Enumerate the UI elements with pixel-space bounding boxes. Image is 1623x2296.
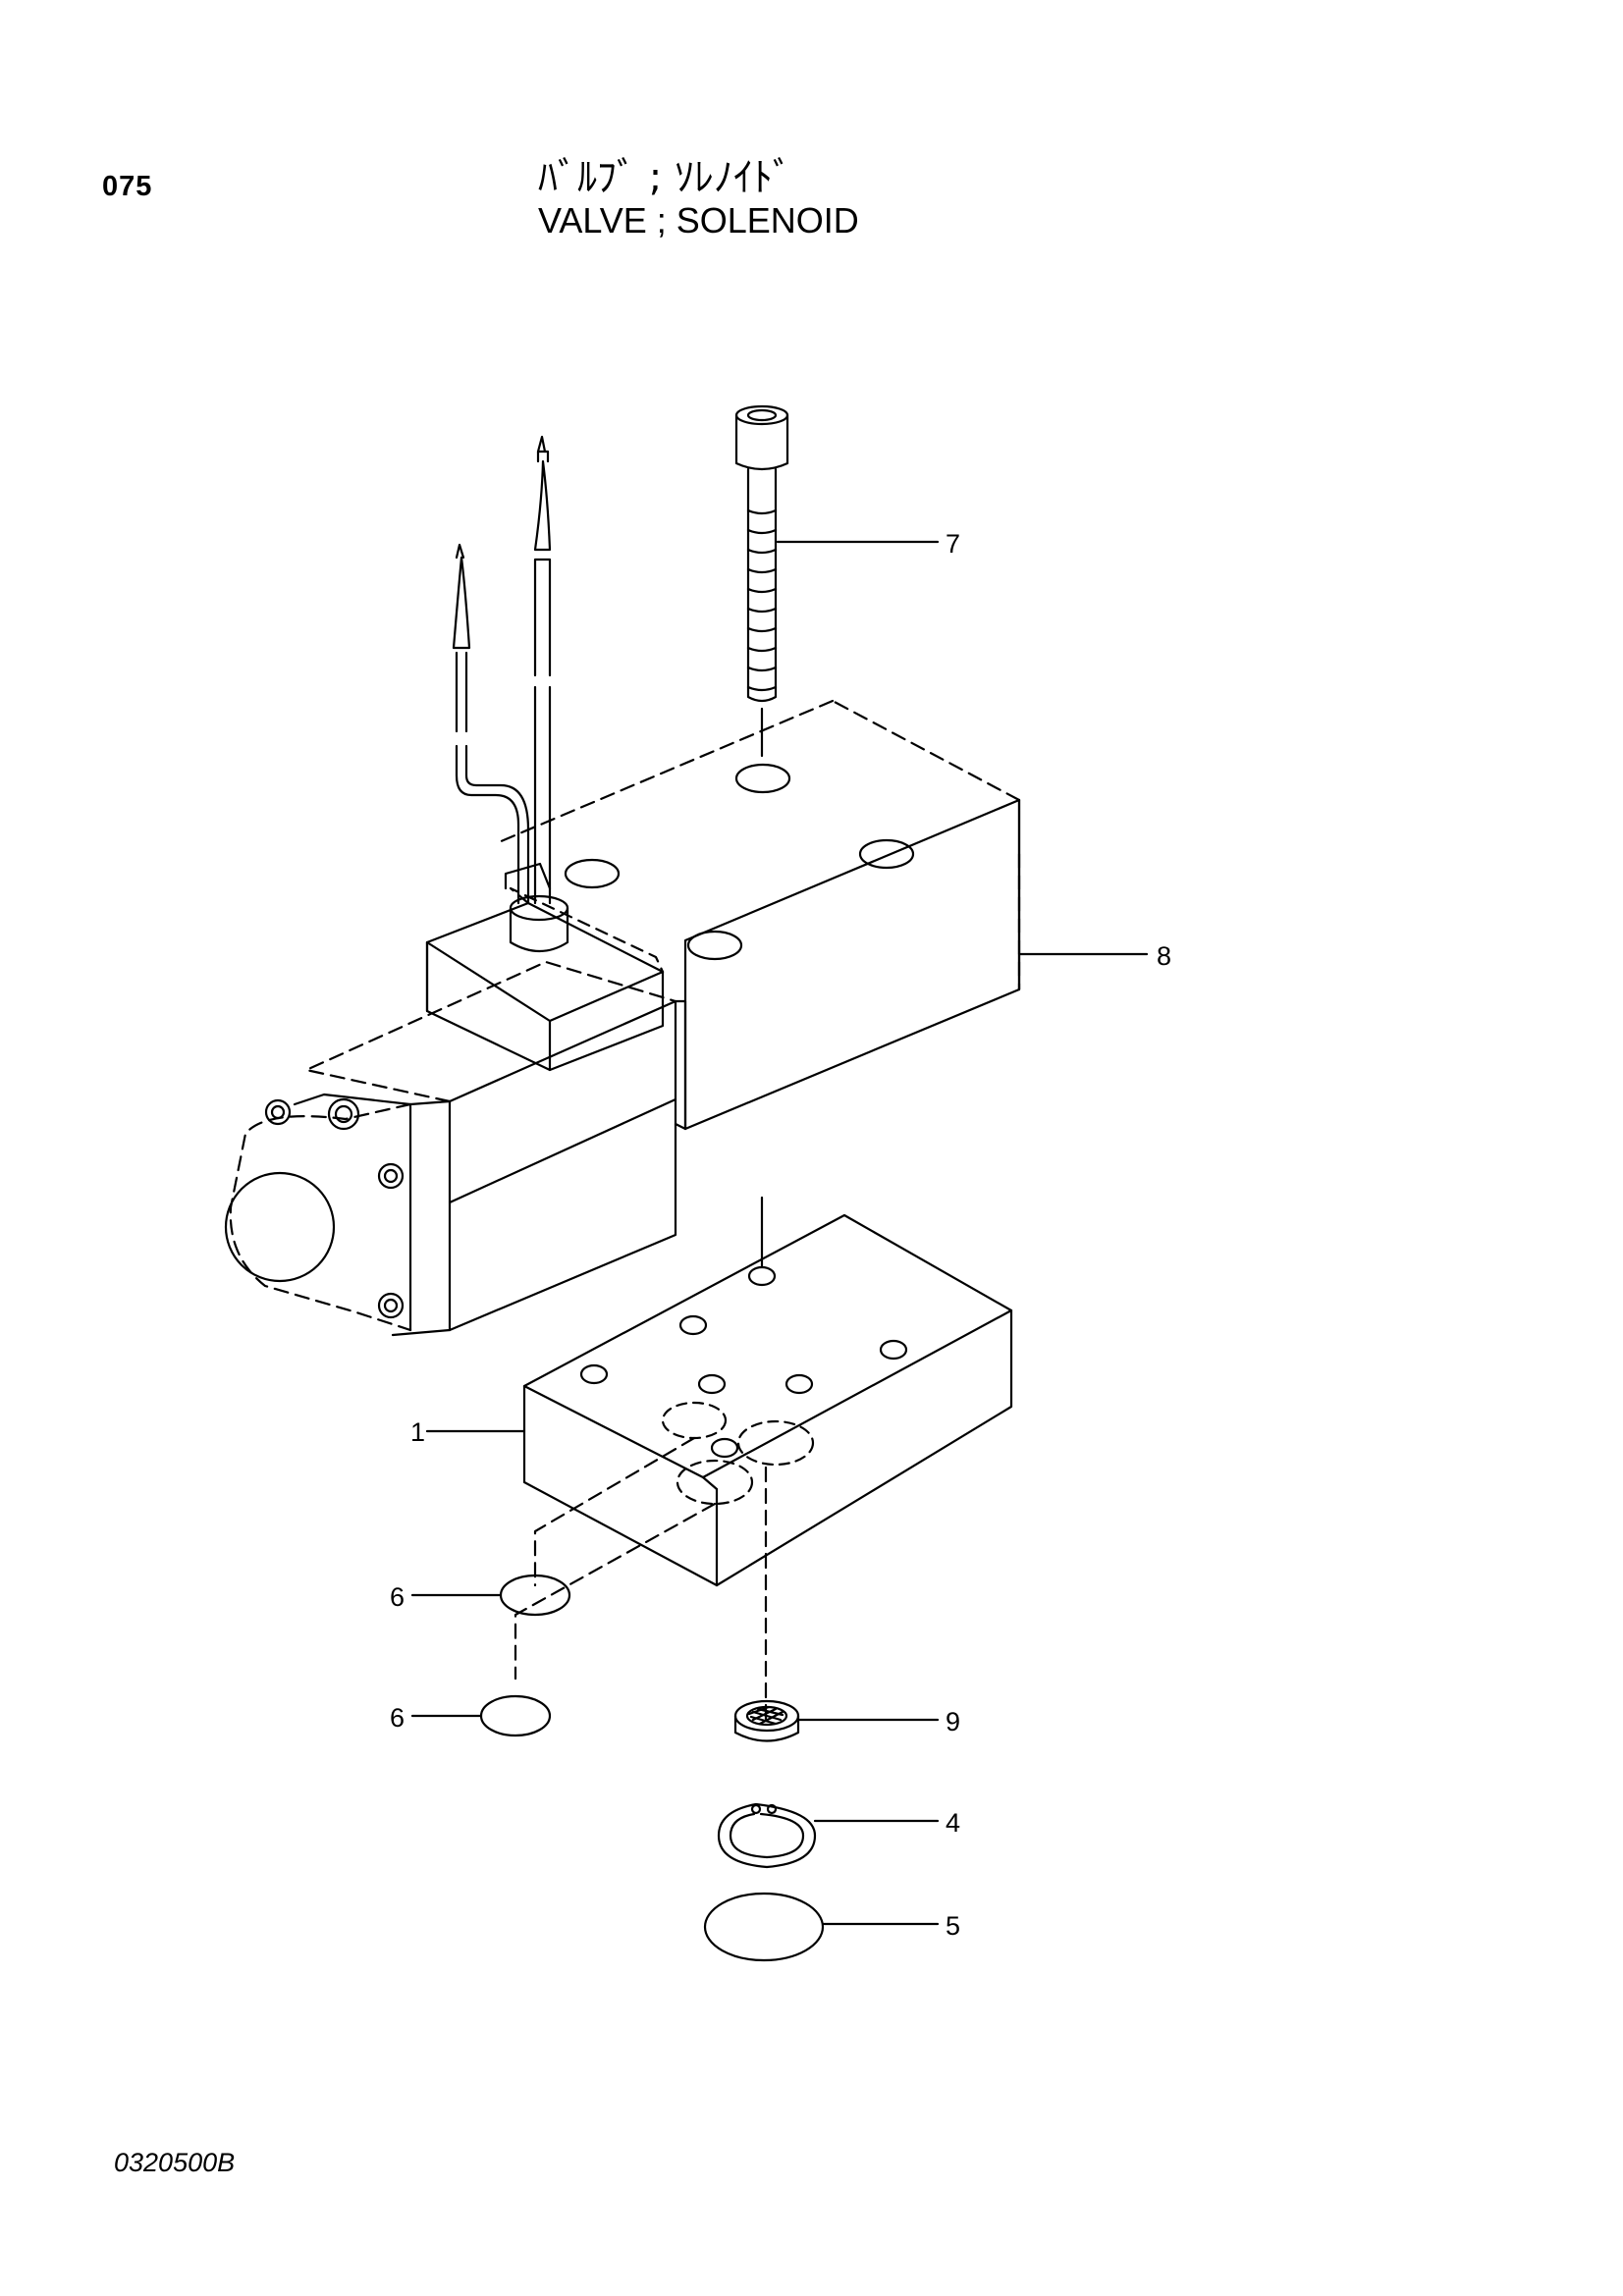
o-ring-upper-part	[499, 1574, 571, 1617]
snap-ring-part	[717, 1802, 817, 1869]
drawing-number: 0320500B	[114, 2148, 236, 2177]
strainer-part	[733, 1699, 800, 1742]
callout-1: 1	[410, 1417, 425, 1447]
callout-6-lower: 6	[390, 1703, 405, 1733]
callout-4: 4	[946, 1808, 960, 1838]
title-english: VALVE ; SOLENOID	[538, 200, 859, 240]
callout-8: 8	[1157, 941, 1171, 971]
callout-7: 7	[946, 529, 960, 559]
callout-9: 9	[946, 1707, 960, 1736]
o-ring-lower-part	[479, 1694, 552, 1737]
page-number: 075	[102, 171, 153, 202]
leader-lines	[410, 540, 1149, 1926]
manifold-block-part	[514, 1196, 1013, 1725]
callout-6-upper: 6	[390, 1582, 405, 1612]
callout-5: 5	[946, 1911, 960, 1941]
solenoid-valve-part	[224, 435, 1021, 1337]
title-japanese: ﾊﾞﾙﾌﾞ ; ｿﾚﾉｲﾄﾞ	[538, 155, 792, 200]
disc-part	[703, 1892, 825, 1962]
cap-screw-part	[734, 404, 789, 758]
